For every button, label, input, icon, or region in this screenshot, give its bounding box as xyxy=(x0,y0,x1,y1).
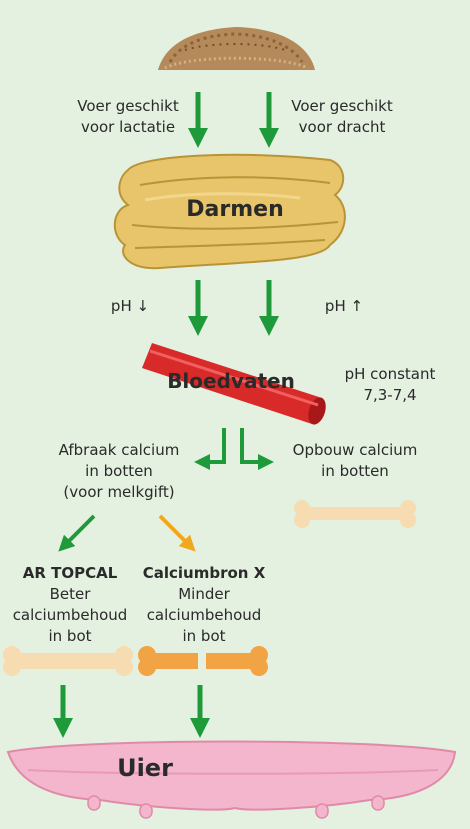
udder-icon xyxy=(6,740,457,819)
blood-vessel-label: Bloedvaten xyxy=(167,369,295,393)
blood-vessel-icon xyxy=(142,343,326,425)
bone-buildup-icon xyxy=(294,500,416,528)
product-calciumbron-name: Calciumbron X xyxy=(142,564,266,582)
breakdown-label: Afbraak calcium in botten (voor melkgift… xyxy=(38,440,200,503)
intestine-icon xyxy=(113,153,346,270)
breakdown-line2: in botten xyxy=(85,462,153,480)
udder-label: Uier xyxy=(117,754,173,782)
feed-lactation-line2: voor lactatie xyxy=(80,118,176,136)
product-artopcal-line1: Beter xyxy=(49,585,91,603)
buildup-line1: Opbouw calcium xyxy=(292,441,418,459)
product-artopcal-name: AR TOPCAL xyxy=(22,564,118,582)
feed-lactation-line1: Voer geschikt xyxy=(77,97,179,115)
feed-pile-icon xyxy=(158,27,315,70)
arrow-blood-breakdown xyxy=(194,428,226,470)
feed-lactation-label: Voer geschikt voor lactatie xyxy=(58,96,198,138)
ph-constant-line2: 7,3-7,4 xyxy=(363,386,417,404)
intestines-label: Darmen xyxy=(186,197,284,222)
arrow-blood-buildup xyxy=(240,428,274,470)
feed-pregnancy-line1: Voer geschikt xyxy=(291,97,393,115)
product-artopcal-line2: calciumbehoud xyxy=(12,606,128,624)
product-calciumbron-line1: Minder xyxy=(178,585,230,603)
ph-up-label: pH ↑ xyxy=(324,297,364,315)
buildup-label: Opbouw calcium in botten xyxy=(280,440,430,482)
ph-constant-line1: pH constant xyxy=(344,365,436,383)
product-artopcal: AR TOPCAL Beter calciumbehoud in bot xyxy=(8,563,132,647)
buildup-line2: in botten xyxy=(321,462,389,480)
ph-constant-label: pH constant 7,3-7,4 xyxy=(330,364,450,406)
product-calciumbron: Calciumbron X Minder calciumbehoud in bo… xyxy=(137,563,271,647)
product-calciumbron-line3: in bot xyxy=(182,627,226,645)
feed-pregnancy-line2: voor dracht xyxy=(298,118,386,136)
bone-artopcal-icon xyxy=(3,646,133,676)
feed-pregnancy-label: Voer geschikt voor dracht xyxy=(272,96,412,138)
arrow-to-artopcal xyxy=(58,514,96,552)
ph-down-label: pH ↓ xyxy=(110,297,150,315)
product-calciumbron-line2: calciumbehoud xyxy=(146,606,262,624)
arrow-to-calciumbron xyxy=(158,514,196,552)
bone-calciumbron-icon xyxy=(138,646,268,676)
breakdown-line3: (voor melkgift) xyxy=(63,483,175,501)
product-artopcal-line3: in bot xyxy=(48,627,92,645)
breakdown-line1: Afbraak calcium xyxy=(58,441,180,459)
